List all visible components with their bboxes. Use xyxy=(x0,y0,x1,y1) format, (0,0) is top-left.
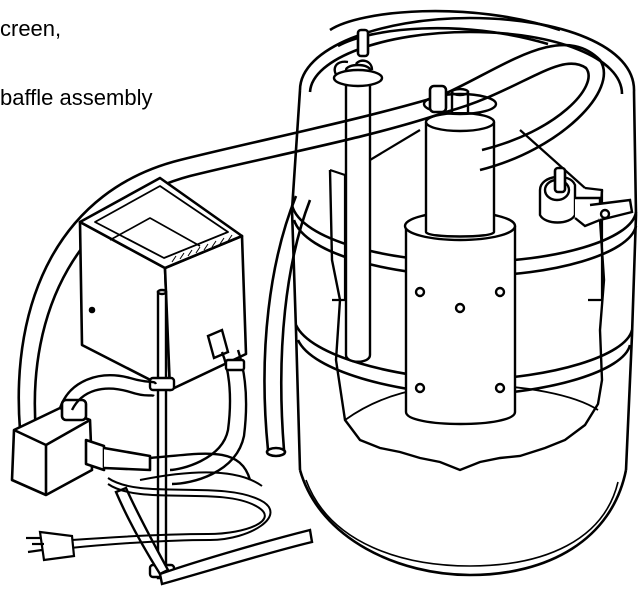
drain-valve xyxy=(538,175,634,228)
screen-tube xyxy=(403,210,517,426)
standpipe xyxy=(332,59,384,363)
pump xyxy=(10,398,152,497)
box-outlet-hose xyxy=(169,328,248,486)
callout-text-line-2: baffle assembly xyxy=(0,85,153,110)
support-stand xyxy=(114,288,314,586)
drum-side-hose xyxy=(263,195,312,458)
pump-hoses xyxy=(58,374,252,481)
callout-text-line-1: creen, xyxy=(0,16,62,41)
box-screen-hatch xyxy=(171,234,233,263)
power-cord xyxy=(69,471,272,549)
return-hose xyxy=(17,9,606,433)
inner-filter-cylinder xyxy=(422,87,498,238)
power-plug-icon xyxy=(26,530,76,562)
